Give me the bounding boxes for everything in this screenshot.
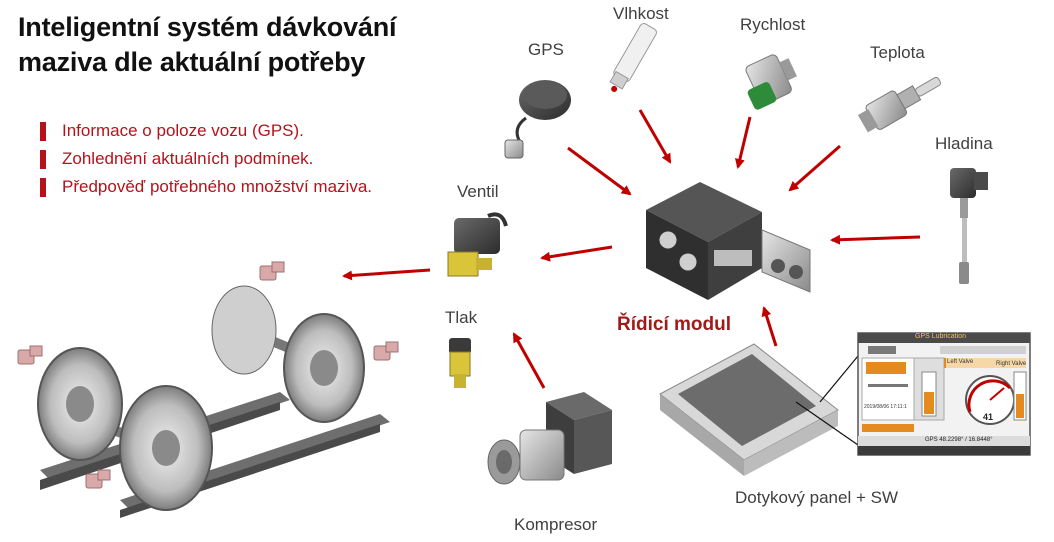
arrow-rychlost-to-module [735,116,752,169]
wheelset-icon [17,261,399,518]
label-gps: GPS [528,40,564,59]
valve-icon [447,212,508,277]
humidity-sensor-icon [609,23,657,92]
screen-right-valve-button: Right Valve [996,361,1027,367]
arrow-panel-to-module [761,306,778,347]
arrow-module-to-ventil [540,245,613,262]
screen-status: GPS 48.2298° / 16.8448° [925,437,993,443]
arrow-ventil-to-wheelset [342,268,431,281]
label-teplota: Teplota [870,43,925,62]
compressor-icon [487,392,612,485]
label-ridici-modul: Řídicí modul [617,314,731,335]
bullet-item: Předpověď potřebného množství maziva. [40,176,372,204]
screen-gauge-value: 41 [983,412,994,422]
level-sensor-icon [950,168,988,284]
pressure-sensor-icon [449,338,471,388]
label-vlhkost: Vlhkost [613,4,669,23]
label-rychlost: Rychlost [740,15,806,34]
speed-sensor-icon [745,54,797,110]
arrow-kompresor-to-tlak [512,332,546,389]
arrow-teplota-to-module [788,144,841,192]
label-hladina: Hladina [935,134,993,153]
arrows [342,109,921,389]
title-line-2: maziva dle aktuální potřeby [18,47,366,77]
title-line-1: Inteligentní systém dávkování [18,12,397,42]
label-kompresor: Kompresor [514,515,598,534]
label-tlak: Tlak [445,308,478,327]
screen-title: GPS Lubrication [915,333,966,340]
bullet-item: Zohlednění aktuálních podmínek. [40,148,372,176]
arrow-hladina-to-module [830,234,921,245]
page-title: Inteligentní systém dávkování maziva dle… [18,10,397,80]
touch-panel-icon [659,343,839,476]
label-ventil: Ventil [457,182,499,201]
arrow-gps-to-module [567,146,632,196]
arrow-vlhkost-to-module [638,109,672,164]
gps-antenna-icon [504,80,571,159]
temperature-sensor-icon [857,76,942,133]
screen-left-valve-button: Left Valve [947,359,974,365]
control-module-icon [646,182,811,300]
screen-date: 2019/08/06 17:11:1 [864,404,907,410]
panel-screen-thumbnail [857,332,1031,456]
bullet-list: Informace o poloze vozu (GPS). Zohledněn… [40,120,372,204]
label-panel: Dotykový panel + SW [735,488,898,507]
bullet-item: Informace o poloze vozu (GPS). [40,120,372,148]
